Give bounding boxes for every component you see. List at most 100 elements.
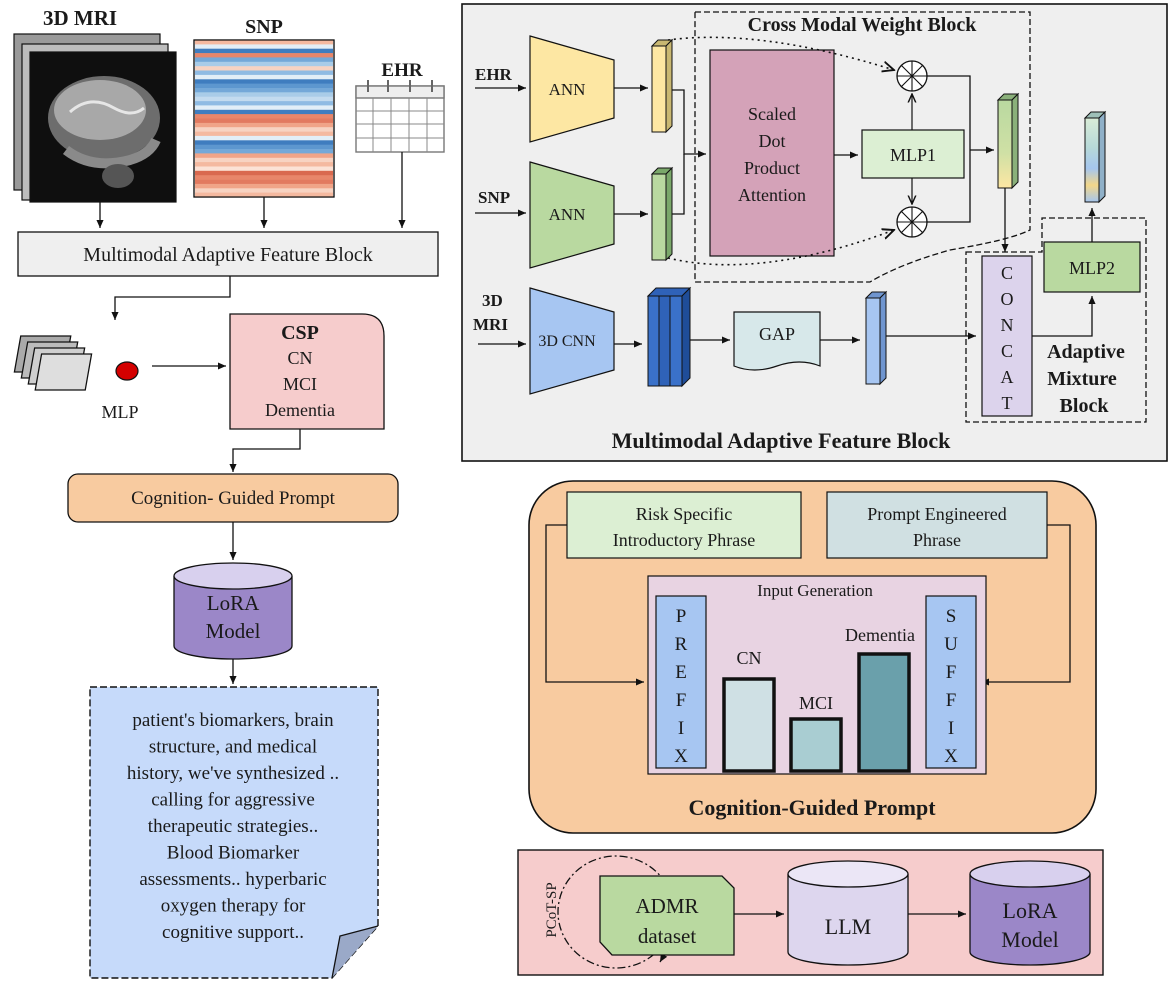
- csp-line-mci: MCI: [283, 374, 317, 394]
- mafb-title: Multimodal Adaptive Feature Block: [612, 428, 952, 453]
- mci-bar-label: MCI: [799, 693, 833, 713]
- fused-feature-vector: [996, 92, 1020, 190]
- cgp-panel: Cognition-Guided Prompt Risk Specific In…: [528, 480, 1097, 834]
- llm-cylinder: LLM: [787, 860, 909, 966]
- mlp-label: MLP: [101, 402, 138, 422]
- concat-letter: C: [1001, 341, 1013, 361]
- mri-input: 3D MRI: [13, 6, 177, 203]
- snp-feature-vector: [650, 166, 674, 262]
- snp-stripe: [195, 92, 333, 97]
- multiply-node-bottom: [896, 206, 928, 238]
- dementia-bar: [857, 652, 911, 773]
- snp-stripe: [195, 96, 333, 102]
- cgp-title: Cognition-Guided Prompt: [688, 795, 936, 820]
- csp-shape: [229, 313, 385, 430]
- snp-stripe: [195, 183, 333, 189]
- mlp-stack-icon: [13, 335, 139, 391]
- attention-line-4: Attention: [738, 185, 806, 205]
- note-line: cognitive support..: [162, 922, 304, 943]
- snp-stripe: [195, 179, 333, 185]
- note-line: patient's biomarkers, brain: [132, 710, 334, 731]
- prefix-letter: F: [676, 690, 687, 711]
- note-line: calling for aggressive: [151, 790, 315, 811]
- suffix-letter: X: [944, 746, 958, 767]
- mafb-summary-box: Multimodal Adaptive Feature Block: [17, 231, 439, 277]
- snp-stripe: [195, 53, 333, 58]
- csp-line-cn: CN: [287, 348, 312, 368]
- snp-stripe: [195, 48, 333, 54]
- suffix-letter: I: [948, 718, 954, 739]
- mlp2-box: [1043, 241, 1141, 293]
- cgp-summary-box: Cognition- Guided Prompt: [67, 473, 399, 523]
- adaptive-label-3: Block: [1060, 395, 1110, 417]
- concat-box: [981, 255, 1033, 417]
- input-snp-label: SNP: [478, 188, 510, 207]
- snp-stripe: [195, 40, 333, 45]
- concat-letter: O: [1001, 289, 1014, 309]
- snp-stripe: [195, 157, 333, 163]
- pcot-lora-label-2: Model: [1001, 927, 1058, 952]
- snp-stripe: [195, 105, 333, 111]
- snp-stripe: [195, 188, 333, 193]
- snp-stripe: [195, 140, 333, 145]
- prompt-phrase-line-1: Prompt Engineered: [867, 504, 1006, 524]
- ehr-feature-vector: [650, 38, 674, 134]
- suffix-letter: F: [946, 662, 957, 683]
- snp-stripe: [195, 114, 333, 119]
- snp-stripe: [195, 162, 333, 167]
- ehr-label: EHR: [381, 60, 422, 81]
- snp-stripe: [195, 74, 333, 80]
- risk-phrase-line-2: Introductory Phrase: [613, 530, 755, 550]
- snp-stripe: [195, 175, 333, 180]
- csp-title: CSP: [281, 322, 319, 344]
- adaptive-label-2: Mixture: [1047, 368, 1117, 390]
- output-feature-vector: [1083, 110, 1107, 204]
- cross-modal-title: Cross Modal Weight Block: [748, 14, 978, 36]
- snp-stripe: [195, 66, 333, 71]
- admr-dataset-box: ADMR dataset: [599, 875, 735, 956]
- cross-modal-border: [694, 11, 1031, 283]
- snp-stripe: [195, 131, 333, 137]
- note-line: history, we've synthesized ..: [127, 763, 339, 784]
- suffix-box: [925, 595, 977, 769]
- mri-feature-vector: [864, 290, 888, 386]
- mlp2-label: MLP2: [1069, 258, 1115, 278]
- csp-box: CSP CN MCI Dementia: [229, 313, 385, 430]
- note-line: structure, and medical: [149, 737, 317, 758]
- lora-label-2: Model: [206, 619, 261, 643]
- snp-stripe: [195, 166, 333, 172]
- snp-stripe: [195, 57, 333, 63]
- snp-stripe: [195, 44, 333, 50]
- snp-stripe: [195, 127, 333, 132]
- note-line: oxygen therapy for: [161, 896, 306, 917]
- note-line: Blood Biomarker: [167, 843, 300, 864]
- csp-line-dementia: Dementia: [265, 400, 335, 420]
- admr-label-2: dataset: [638, 924, 696, 948]
- generated-output-note: patient's biomarkers, brain structure, an…: [89, 686, 379, 979]
- ann-ehr-label: ANN: [549, 80, 586, 99]
- snp-input: SNP: [193, 16, 335, 198]
- concat-letter: T: [1002, 393, 1013, 413]
- mri-label: 3D MRI: [43, 6, 117, 30]
- prefix-letter: I: [678, 718, 684, 739]
- cnn-label: 3D CNN: [538, 333, 596, 350]
- input-ehr-label: EHR: [475, 65, 513, 84]
- lora-model-cylinder: LoRA Model: [173, 562, 293, 660]
- snp-stripe: [195, 192, 333, 198]
- ann-snp-label: ANN: [549, 205, 586, 224]
- prompt-phrase-box: [826, 491, 1048, 559]
- mci-bar: [789, 717, 843, 773]
- pcot-panel: PCoT-SP ADMR dataset LLM LoRA Model: [517, 849, 1104, 976]
- snp-stripe: [195, 109, 333, 115]
- snp-stripe: [195, 83, 333, 89]
- prefix-letter: P: [676, 606, 687, 627]
- snp-stripe: [195, 118, 333, 124]
- prefix-box: [655, 595, 707, 769]
- attention-line-2: Dot: [759, 131, 786, 151]
- cnn-feature-maps: [646, 286, 692, 388]
- calendar-icon: [355, 80, 445, 153]
- pcot-lora-label-1: LoRA: [1003, 898, 1058, 923]
